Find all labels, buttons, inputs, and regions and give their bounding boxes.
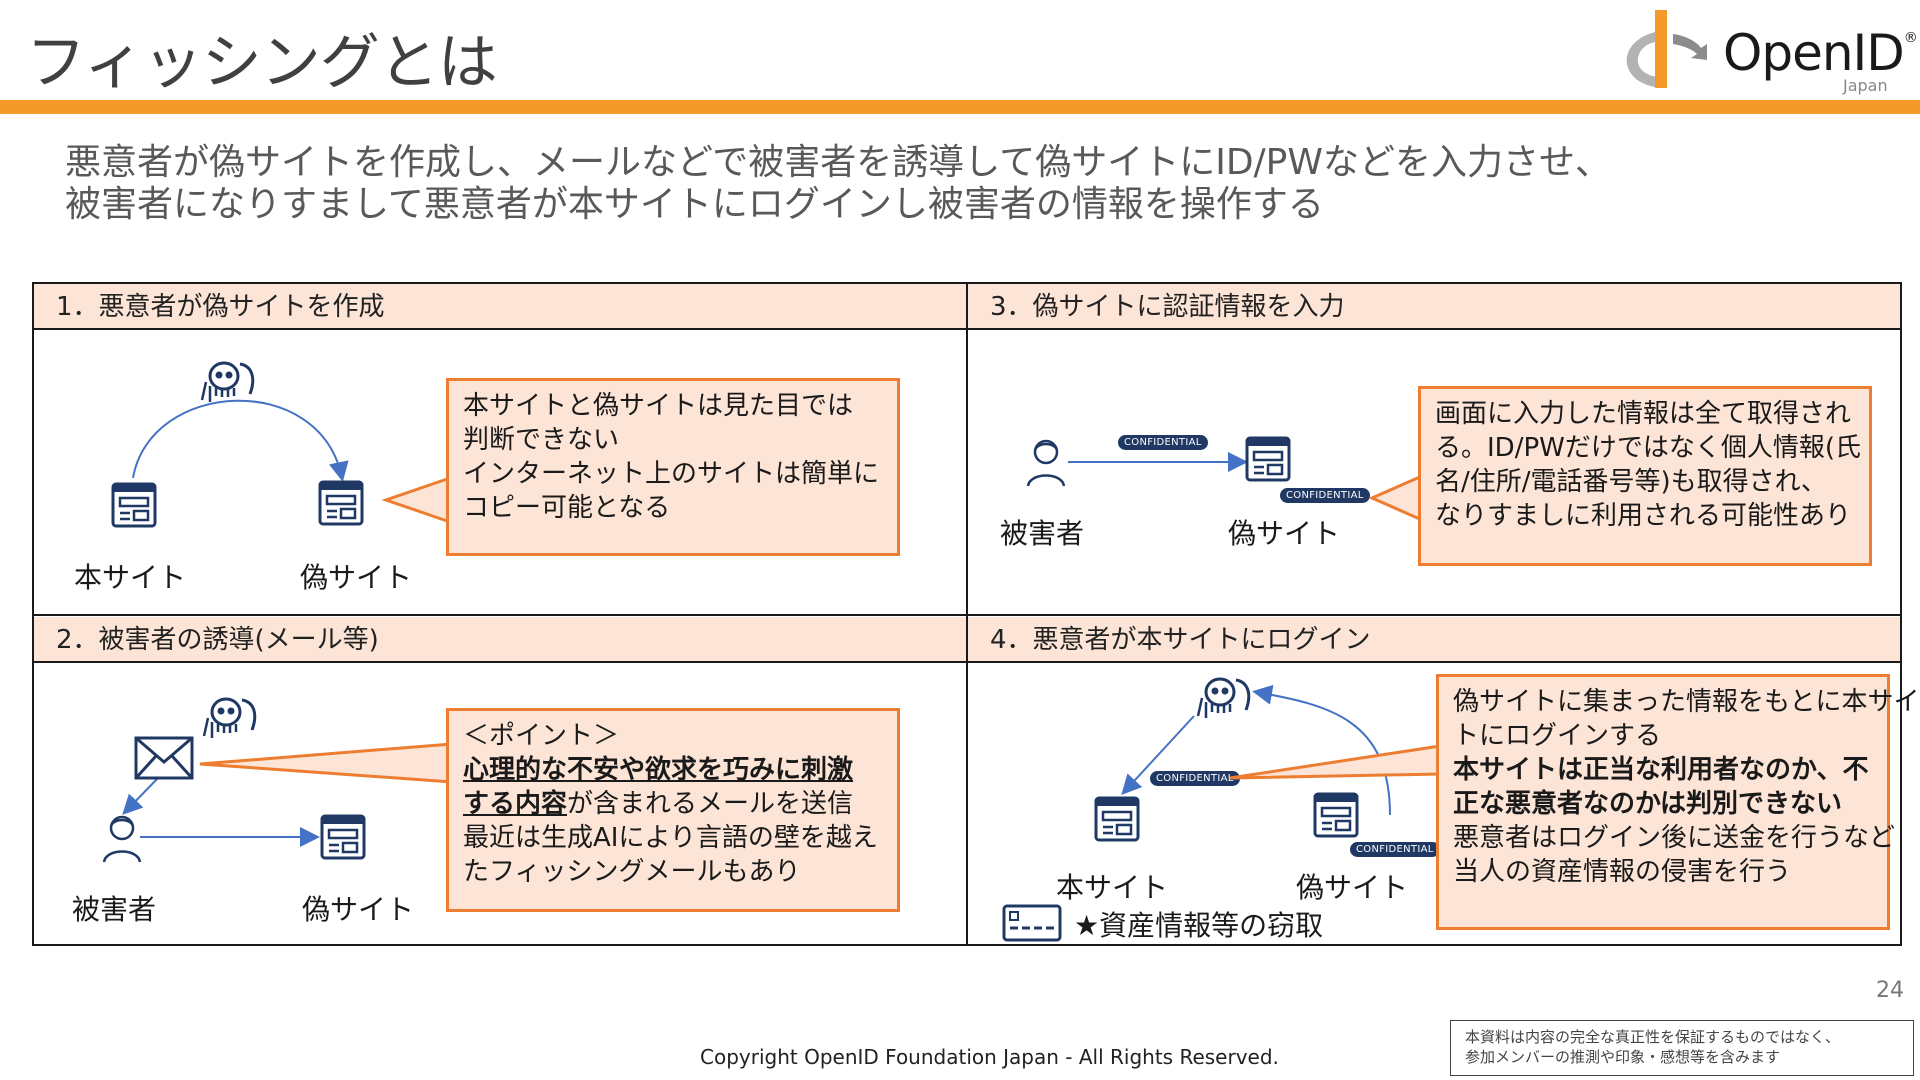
email-envelope-icon: [134, 736, 194, 780]
openid-mark-icon: [1626, 10, 1707, 88]
step2-callout-emphasis: する内容: [463, 789, 568, 819]
step2-fake-site-label: 偽サイト: [302, 893, 415, 926]
step3-callout-line: る。ID/PWだけではなく個人情報(氏: [1435, 433, 1861, 463]
step1-callout-line: 本サイトと偽サイトは見た目では: [463, 391, 854, 421]
step2-heading: 2．被害者の誘導(メール等): [34, 617, 966, 663]
step4-callout-text: 偽サイトに集まった情報をもとに本サイ: [1453, 687, 1920, 717]
disclaimer-line: 参加メンバーの推測や印象・感想等を含みます: [1465, 1048, 1781, 1066]
victim-person-icon: [1026, 439, 1066, 487]
step4-callout-text: トにログインする: [1453, 721, 1662, 751]
step3-fake-site-label: 偽サイト: [1228, 517, 1341, 550]
confidential-badge: CONFIDENTIAL: [1118, 435, 1208, 450]
victim-person-icon: [102, 815, 142, 863]
step1-fake-site-label: 偽サイト: [300, 561, 413, 594]
page-number: 24: [1876, 978, 1904, 1003]
openid-logo: OpenID® Japan: [1615, 4, 1918, 96]
attacker-skull-icon: [202, 697, 257, 738]
step2-callout-text: 最近は生成AIにより言語の壁を越え: [463, 823, 878, 853]
subtitle-line-2: 被害者になりすまして悪意者が本サイトにログインし被害者の情報を操作する: [65, 184, 1324, 225]
step4-callout-text: 当人の資産情報の侵害を行う: [1453, 857, 1792, 887]
copyright-notice: Copyright OpenID Foundation Japan - All …: [700, 1045, 1279, 1069]
confidential-badge: CONFIDENTIAL: [1280, 488, 1370, 503]
step1-real-site-label: 本サイト: [74, 561, 187, 594]
openid-region-label: Japan: [1843, 76, 1888, 95]
step4-callout-text: 悪意者はログイン後に送金を行うなど: [1453, 823, 1896, 853]
step4-heading: 4．悪意者が本サイトにログイン: [968, 617, 1900, 663]
step1-heading: 1．悪意者が偽サイトを作成: [34, 284, 966, 330]
step2-callout-point: ＜ポイント＞: [463, 721, 620, 751]
subtitle-line-1: 悪意者が偽サイトを作成し、メールなどで被害者を誘導して偽サイトにID/PWなどを…: [65, 142, 1611, 183]
disclaimer-box: 本資料は内容の完全な真正性を保証するものではなく、 参加メンバーの推測や印象・感…: [1450, 1020, 1914, 1076]
step4-callout-emphasis: 本サイトは正当な利用者なのか、不: [1453, 755, 1869, 785]
step1-callout-line: コピー可能となる: [463, 493, 671, 523]
step3-heading: 3．偽サイトに認証情報を入力: [968, 284, 1900, 330]
step4-callout-emphasis: 正な悪意者なのかは判別できない: [1453, 789, 1842, 819]
step2-callout-text: が含まれるメールを送信: [567, 789, 854, 819]
fake-site-icon: [320, 814, 366, 860]
step3-callout-line: 名/住所/電話番号等)も取得され、: [1435, 467, 1827, 497]
openid-wordmark: OpenID®: [1723, 24, 1918, 82]
fake-site-icon: [1245, 436, 1291, 482]
step2-callout: ＜ポイント＞ 心理的な不安や欲求を巧みに刺激 する内容が含まれるメールを送信 最…: [446, 708, 900, 912]
step2-callout-text: たフィッシングメールもあり: [463, 857, 801, 887]
step4-real-site-label: 本サイト: [1056, 871, 1169, 904]
fake-site-icon: [318, 480, 364, 526]
page-title: フィッシングとは: [26, 28, 498, 98]
step3-callout: 画面に入力した情報は全て取得され る。ID/PWだけではなく個人情報(氏 名/住…: [1418, 386, 1872, 566]
grid-right-border: [1900, 282, 1902, 946]
real-site-icon: [1094, 796, 1140, 842]
confidential-badge: CONFIDENTIAL: [1350, 842, 1440, 857]
subtitle: 悪意者が偽サイトを作成し、メールなどで被害者を誘導して偽サイトにID/PWなどを…: [65, 142, 1611, 226]
step4-fake-site-label: 偽サイト: [1296, 871, 1409, 904]
step1-callout-line: 判断できない: [463, 425, 620, 455]
step4-callout: 偽サイトに集まった情報をもとに本サイ トにログインする 本サイトは正当な利用者な…: [1436, 674, 1920, 930]
step2-callout-pointer: [199, 742, 453, 784]
disclaimer-line: 本資料は内容の完全な真正性を保証するものではなく、: [1465, 1028, 1841, 1046]
title-underline-bar: [0, 100, 1920, 114]
real-site-icon: [111, 482, 157, 528]
step3-callout-line: なりすましに利用される可能性あり: [1435, 501, 1852, 531]
step4-theft-label: ★資産情報等の窃取: [1074, 909, 1324, 942]
step2-callout-emphasis: 心理的な不安や欲求を巧みに刺激: [463, 755, 854, 785]
grid-left-border: [32, 282, 34, 946]
step3-victim-label: 被害者: [1000, 517, 1085, 550]
step1-callout: 本サイトと偽サイトは見た目では 判断できない インターネット上のサイトは簡単に …: [446, 378, 900, 556]
step3-callout-pointer: [1368, 474, 1423, 522]
credit-card-icon: [1002, 904, 1062, 942]
grid-center-border: [966, 282, 968, 946]
step1-callout-line: インターネット上のサイトは簡単に: [463, 459, 880, 489]
step3-callout-line: 画面に入力した情報は全て取得され: [1435, 399, 1852, 429]
step1-callout-pointer: [382, 476, 451, 524]
step2-victim-label: 被害者: [72, 893, 157, 926]
step4-callout-pointer: [1229, 744, 1441, 780]
attacker-skull-icon: [1196, 677, 1251, 718]
fake-site-icon: [1313, 792, 1359, 838]
confidential-badge: CONFIDENTIAL: [1150, 771, 1240, 786]
attacker-skull-icon: [200, 361, 255, 402]
